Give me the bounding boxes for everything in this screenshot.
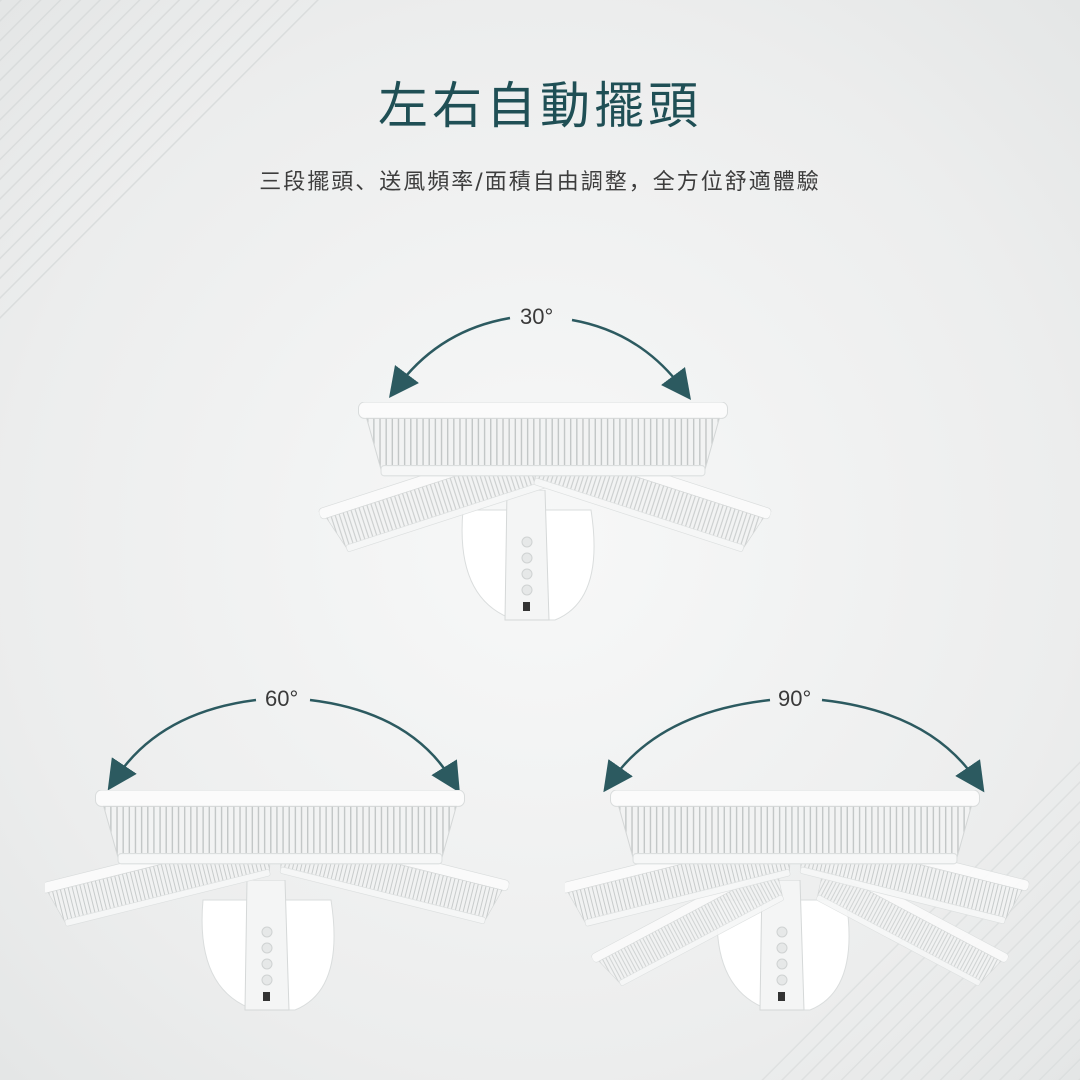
arc-arrow-60-left: [107, 698, 257, 791]
fan-illustration-60: [45, 790, 515, 1030]
angle-label-30: 30°: [520, 304, 554, 329]
fan-illustration-90: [565, 790, 1035, 1030]
fan-illustration-30: [310, 400, 780, 640]
arc-arrow-60-right: [309, 698, 460, 793]
arc-arrow-30-right: [571, 318, 692, 400]
arc-arrow-30-left: [388, 316, 511, 398]
arc-arrow-90-left: [603, 698, 771, 793]
angle-label-90: 90°: [778, 686, 812, 711]
page-title: 左右自動擺頭: [378, 77, 702, 135]
page-subtitle: 三段擺頭、送風頻率/面積自由調整，全方位舒適體驗: [259, 170, 821, 195]
arc-arrow-90-right: [821, 698, 985, 793]
angle-label-60: 60°: [265, 686, 299, 711]
